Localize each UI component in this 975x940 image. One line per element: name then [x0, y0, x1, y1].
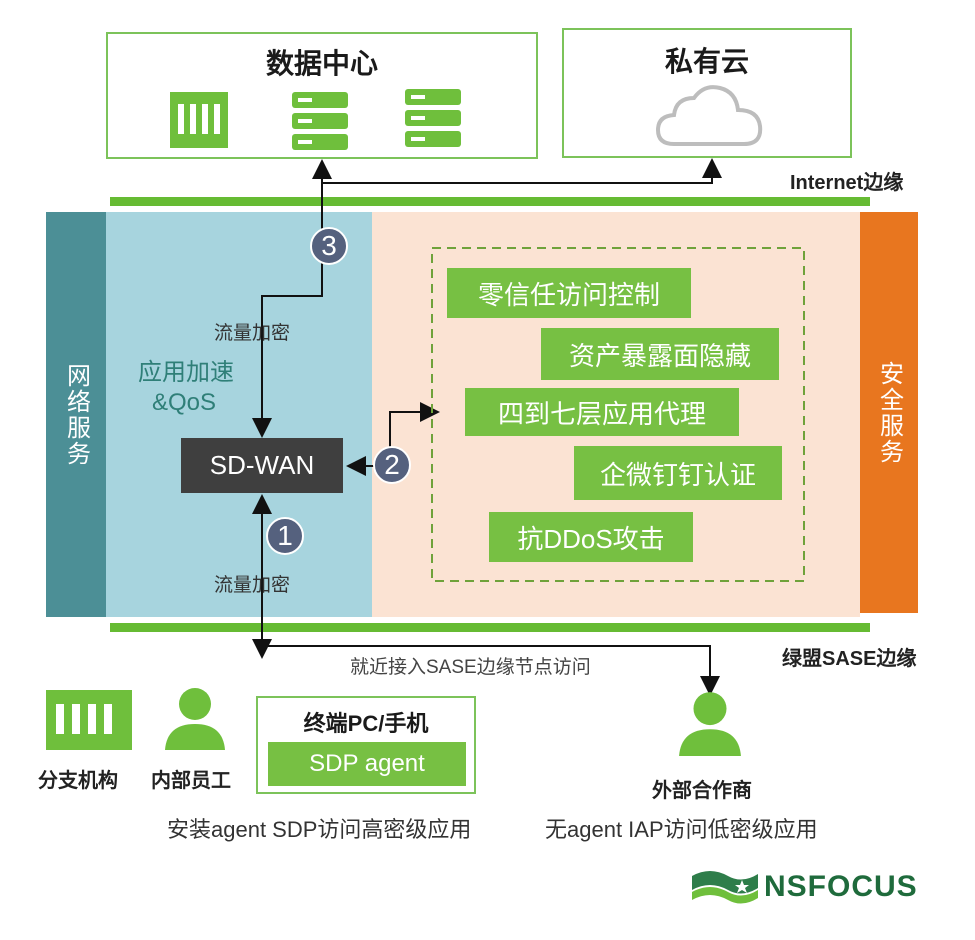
feature-asset-hiding: 资产暴露面隐藏 [541, 328, 779, 380]
step-3-badge: 3 [310, 227, 348, 265]
partner-label: 外部合作商 [652, 780, 752, 802]
nearby-access-label: 就近接入SASE边缘节点访问 [350, 657, 591, 678]
accel-line-2: &QoS [152, 389, 217, 416]
sdwan-box: SD-WAN [181, 438, 343, 493]
accel-label: 应用加速 &QoS [138, 358, 234, 418]
feature-wechat-dingtalk-auth: 企微钉钉认证 [574, 446, 782, 500]
internet-edge-bar [110, 197, 870, 206]
sdwan-label: SD-WAN [209, 450, 315, 480]
step-2-badge: 2 [373, 446, 411, 484]
security-services-label: 安全服务 [875, 360, 903, 465]
person-icon [679, 692, 741, 756]
server-icon [405, 89, 461, 147]
cloud-icon [655, 85, 763, 146]
person-icon [165, 688, 225, 750]
private-cloud-box: 私有云 [562, 28, 852, 158]
employee-label: 内部员工 [151, 770, 231, 792]
flag-icon [692, 871, 758, 904]
step-1-badge: 1 [266, 517, 304, 555]
datacenter-title: 数据中心 [265, 48, 378, 79]
internet-edge-label: Internet边缘 [790, 172, 904, 194]
branch-label: 分支机构 [38, 770, 118, 792]
terminal-box: 终端PC/手机 SDP agent [256, 696, 476, 794]
sdp-agent-label: SDP agent [309, 750, 425, 777]
terminal-title: 终端PC/手机 [303, 711, 429, 736]
private-cloud-title: 私有云 [664, 46, 749, 77]
iap-description: 无agent IAP访问低密级应用 [545, 817, 818, 842]
datacenter-box: 数据中心 [106, 32, 538, 159]
sdp-agent-box: SDP agent [268, 742, 466, 786]
nsfocus-logo: NSFOCUS [690, 866, 952, 908]
network-zone [106, 212, 372, 617]
feature-zero-trust: 零信任访问控制 [447, 268, 691, 318]
building-icon [46, 690, 132, 750]
network-services-bar: 网络服务 [46, 212, 106, 617]
logo-text: NSFOCUS [764, 870, 918, 903]
sase-edge-bar [110, 623, 870, 632]
feature-anti-ddos: 抗DDoS攻击 [489, 512, 693, 562]
sase-edge-label: 绿盟SASE边缘 [782, 648, 917, 670]
encrypt-label-top: 流量加密 [214, 323, 291, 344]
network-services-label: 网络服务 [62, 362, 90, 467]
accel-line-1: 应用加速 [138, 359, 234, 386]
building-icon [170, 92, 228, 148]
feature-l4-l7-proxy: 四到七层应用代理 [465, 388, 739, 436]
server-icon [292, 92, 348, 150]
encrypt-label-bottom: 流量加密 [214, 575, 291, 596]
sdp-description: 安装agent SDP访问高密级应用 [167, 817, 472, 842]
security-services-bar: 安全服务 [860, 212, 918, 613]
